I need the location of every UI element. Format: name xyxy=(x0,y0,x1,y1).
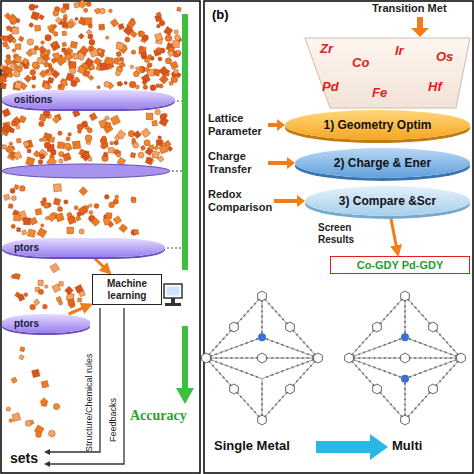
element-symbol: Os xyxy=(436,50,453,65)
feedback-label: Structure/Chemical rules xyxy=(84,353,94,452)
flow-arrow xyxy=(93,257,109,273)
screening-step: 1) Geometry Optim xyxy=(285,110,470,140)
computer-icon xyxy=(164,284,182,306)
dotted-leader xyxy=(167,101,183,248)
parameter-label: Charge Transfer xyxy=(208,150,266,175)
node-text: 1) Geometry Optim xyxy=(323,118,431,132)
element-symbol: Hf xyxy=(428,80,442,95)
descriptor-disc: ptors xyxy=(2,238,165,257)
caption-label: Single Metal xyxy=(214,439,290,454)
node-text: ptors xyxy=(14,318,39,329)
parameter-label: Lattice Parameter xyxy=(208,112,266,137)
node-text: ositions xyxy=(14,94,52,105)
node-text: ptors xyxy=(14,242,39,253)
result-heading: Screen Results xyxy=(318,222,370,245)
node-text: 2) Charge & Ener xyxy=(334,156,431,170)
element-symbol: Pd xyxy=(322,80,339,95)
element-symbol: Zr xyxy=(320,42,333,57)
screening-step: 2) Charge & Ener xyxy=(295,148,470,178)
parameter-label: Redox Comparison xyxy=(208,188,272,213)
group-heading: Transition Met xyxy=(372,2,447,15)
result-box: Co-GDY Pd-GDY xyxy=(330,256,470,274)
feedback-label: Feedbacks xyxy=(108,398,118,442)
plain-disc xyxy=(2,164,170,178)
set-label: sets xyxy=(10,450,38,466)
metal-funnel xyxy=(305,38,470,108)
node-text: 3) Compare &Scr xyxy=(339,194,436,208)
descriptor-disc: ptors xyxy=(2,314,90,333)
flow-arrow xyxy=(390,216,397,254)
graphdiyne-lattice xyxy=(202,291,466,425)
flow-arrow xyxy=(69,305,91,314)
element-symbol: Fe xyxy=(372,86,387,101)
metal-arrow xyxy=(411,17,429,37)
accuracy-arrow xyxy=(176,14,194,404)
element-symbol: Ir xyxy=(395,44,404,59)
transition-arrow xyxy=(316,434,388,460)
panel-frame xyxy=(204,1,473,473)
screening-step: 3) Compare &Scr xyxy=(305,186,470,216)
sample-disc: ositions xyxy=(2,90,175,109)
panel-label: (b) xyxy=(212,8,229,23)
caption-label: Multi xyxy=(392,439,422,454)
axis-label: Accuracy xyxy=(130,408,187,424)
feedback-arrowhead xyxy=(44,449,50,467)
process-box: Machine learning xyxy=(92,274,162,305)
element-symbol: Co xyxy=(352,56,369,71)
panel-frame xyxy=(1,1,200,473)
node-text: Machine learning xyxy=(97,278,157,301)
node-text: Co-GDY Pd-GDY xyxy=(357,259,444,271)
